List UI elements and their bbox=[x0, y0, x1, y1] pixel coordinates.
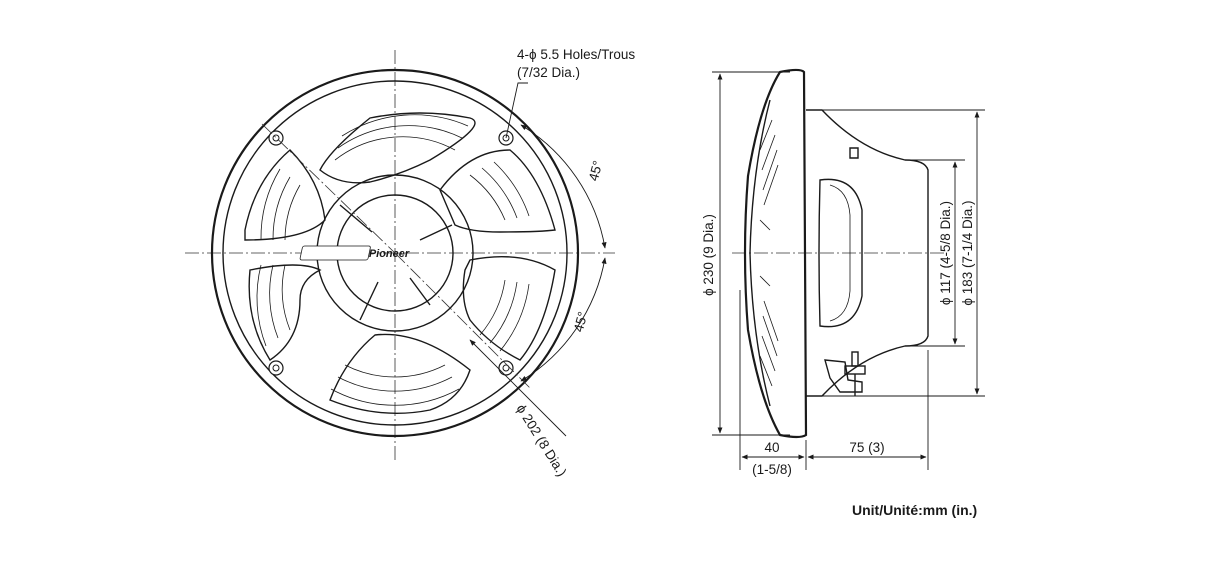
logo-text: Pioneer bbox=[369, 248, 410, 260]
front-view: Pioneer 4-ϕ 5.5 Hole bbox=[185, 47, 635, 479]
angle-arc-upper bbox=[520, 124, 607, 249]
side-grille-curve bbox=[749, 99, 771, 407]
unit-label: Unit/Unité:mm (in.) bbox=[852, 502, 977, 518]
angle-label-upper: 45° bbox=[586, 159, 606, 183]
magnet-diameter-label: ϕ 117 (4-5/8 Dia.) bbox=[938, 201, 953, 305]
hole-diagonal-tl bbox=[261, 123, 396, 254]
hole-callout-inches: (7/32 Dia.) bbox=[517, 65, 580, 80]
mount-diameter-leader bbox=[469, 339, 567, 437]
depth-front-label: 40 bbox=[764, 440, 779, 455]
depth-front-inches-label: (1-5/8) bbox=[752, 462, 792, 477]
side-flange bbox=[743, 68, 808, 439]
pioneer-logo: Pioneer bbox=[299, 245, 410, 261]
mounting-holes bbox=[268, 130, 514, 376]
grille-slots bbox=[256, 114, 530, 406]
angle-label-lower: 45° bbox=[571, 310, 591, 334]
mounting-hole-bottom-right bbox=[498, 360, 514, 376]
hub-spoke-joints bbox=[339, 204, 453, 321]
side-view: ϕ 230 (9 Dia.) ϕ 117 (4-5/8 Dia.) ϕ 183 … bbox=[701, 68, 985, 477]
hole-diagonal-br bbox=[394, 252, 531, 389]
side-magnet-inner bbox=[829, 184, 851, 322]
depth-rear-label: 75 (3) bbox=[849, 440, 884, 455]
side-magnet-face bbox=[818, 178, 863, 328]
side-top-tab bbox=[849, 147, 859, 159]
inner-rim bbox=[222, 80, 568, 426]
cutout-diameter-label: ϕ 183 (7-1/4 Dia.) bbox=[960, 200, 975, 305]
outer-rim bbox=[210, 68, 580, 438]
side-grille-ribs bbox=[759, 119, 779, 387]
angle-arc-lower bbox=[520, 257, 607, 382]
side-basket bbox=[806, 109, 929, 397]
mounting-hole-bottom-left bbox=[268, 360, 284, 376]
mount-diameter-label: ϕ 202 (8 Dia.) bbox=[513, 402, 569, 479]
side-terminals bbox=[824, 351, 866, 396]
overall-diameter-label: ϕ 230 (9 Dia.) bbox=[701, 214, 716, 296]
hole-callout-text: 4-ϕ 5.5 Holes/Trous bbox=[517, 47, 635, 62]
hole-callout-leader bbox=[505, 82, 528, 139]
